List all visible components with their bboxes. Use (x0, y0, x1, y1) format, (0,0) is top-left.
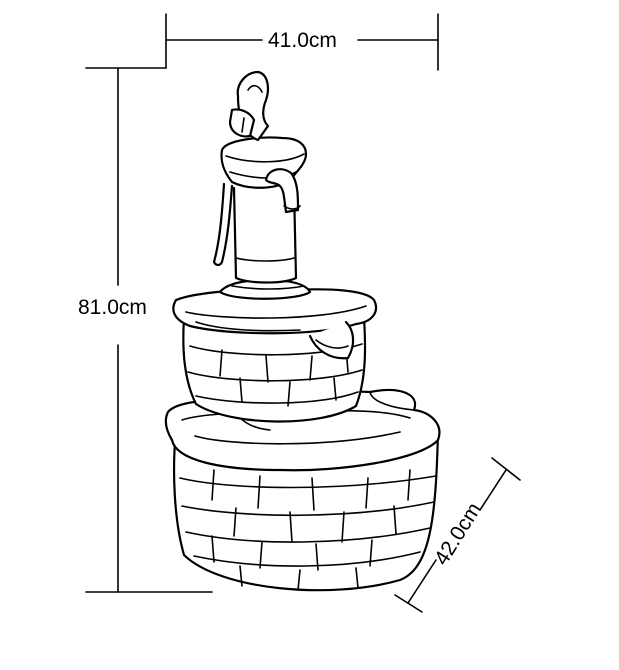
width-dimension-line (165, 13, 439, 71)
bottom-tier (164, 388, 441, 592)
middle-tier (172, 288, 378, 423)
depth-dimension-line (394, 457, 521, 613)
width-label: 41.0cm (268, 29, 337, 52)
hand-pump (212, 70, 312, 300)
height-dimension-line (85, 67, 213, 593)
height-label: 81.0cm (78, 296, 147, 319)
